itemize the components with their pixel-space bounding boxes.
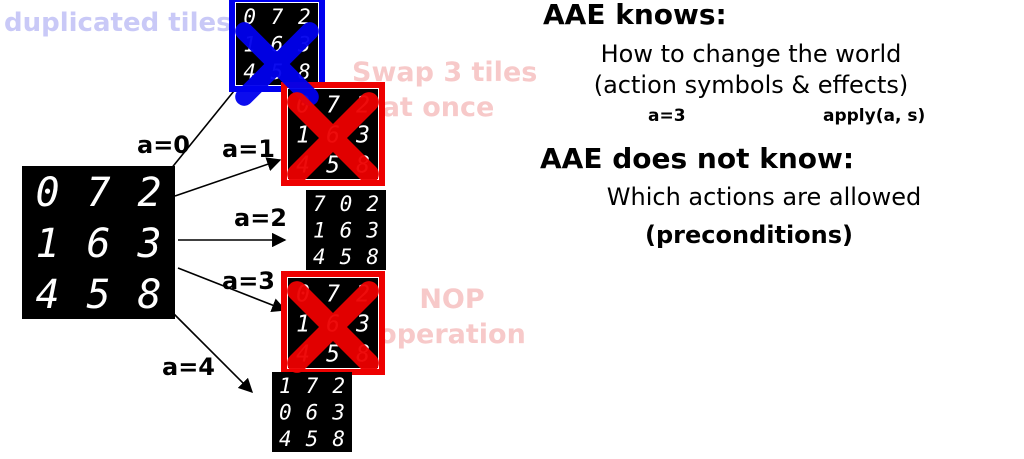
action-label-0: a=0 [137,131,191,159]
digit-tile: 8 [137,272,161,318]
invalid-cross-1 [287,92,379,184]
digit-tile: 6 [306,401,319,425]
arrow-action-1 [174,157,282,197]
digit-tile: 3 [355,311,370,337]
digit-tile: 1 [313,219,326,243]
digit-tile: 4 [313,245,326,269]
digit-tile: 7 [271,5,284,29]
digit-tile: 0 [279,401,292,425]
digit-tile: 2 [366,192,379,216]
aae-knows-heading: AAE knows: [543,0,727,31]
digit-tile: 3 [355,122,370,148]
action-label-3: a=3 [222,267,276,295]
duplicated-tiles-annotation: duplicated tiles [4,8,232,38]
digit-tile: 5 [306,427,319,451]
digit-tile: 1 [296,122,310,148]
digit-tile: 1 [35,221,59,267]
action-label-2: a=2 [234,204,288,232]
nop-annotation-line-2: operation [378,318,526,350]
digit-tile: 3 [136,221,161,267]
digit-tile: 8 [366,245,379,269]
invalid-cross-0 [235,22,319,106]
digit-tile: 5 [86,272,110,318]
digit-tile: 0 [340,192,353,216]
aae-knows-line-2: (action symbols & effects) [593,71,909,99]
successor-board-0-frame [229,0,325,92]
digit-tile: 1 [296,311,310,337]
puzzle-boards: 0721634580721634580721634587021634580721… [22,0,386,452]
aae-not-know-line-2: (preconditions) [645,221,853,249]
digit-tile: 6 [340,219,353,243]
invalid-marks [235,22,379,373]
successor-board-4-background [272,372,352,452]
digit-tile: 3 [331,401,345,425]
digit-tile: 6 [86,221,110,267]
initial-state-board-background [22,166,175,319]
digit-tile: 4 [279,427,292,451]
digit-tile: 3 [365,219,379,243]
digit-tile: 7 [306,374,319,398]
digit-tile: 7 [313,192,326,216]
digit-tile: 7 [326,92,340,118]
example-action-label: a=3 [648,106,686,126]
invalid-cross-3 [287,281,379,373]
digit-tile: 5 [340,245,353,269]
digit-tile: 7 [326,281,340,307]
digit-tile: 4 [35,272,59,318]
action-label-1: a=1 [222,135,276,163]
digit-tile: 2 [332,374,345,398]
arrow-action-3 [177,267,287,312]
successor-board-2-background [306,190,386,270]
digit-tile: 8 [332,427,345,451]
successor-board-1-frame [281,82,385,186]
aae-knows-line-1: How to change the world [600,40,902,68]
action-arrows [169,85,287,394]
aae-not-know-heading: AAE does not know: [540,142,855,175]
digit-tile: 5 [326,152,340,178]
example-apply-label: apply(a, s) [823,106,926,126]
digit-tile: 0 [35,170,59,216]
nop-annotation-line-1: NOP [419,284,485,315]
digit-tile: 1 [279,374,292,398]
digit-tile: 2 [137,170,161,216]
aae-not-know-line-1: Which actions are allowed [606,183,922,211]
action-label-4: a=4 [162,353,216,381]
digit-tile: 5 [326,341,340,367]
arrow-action-4 [169,309,254,394]
arrow-action-0 [169,85,239,171]
swap-annotation-line-2: at once [381,91,495,123]
nop-operation-annotation: NOP operation [372,283,532,352]
digit-tile: 7 [86,170,110,216]
